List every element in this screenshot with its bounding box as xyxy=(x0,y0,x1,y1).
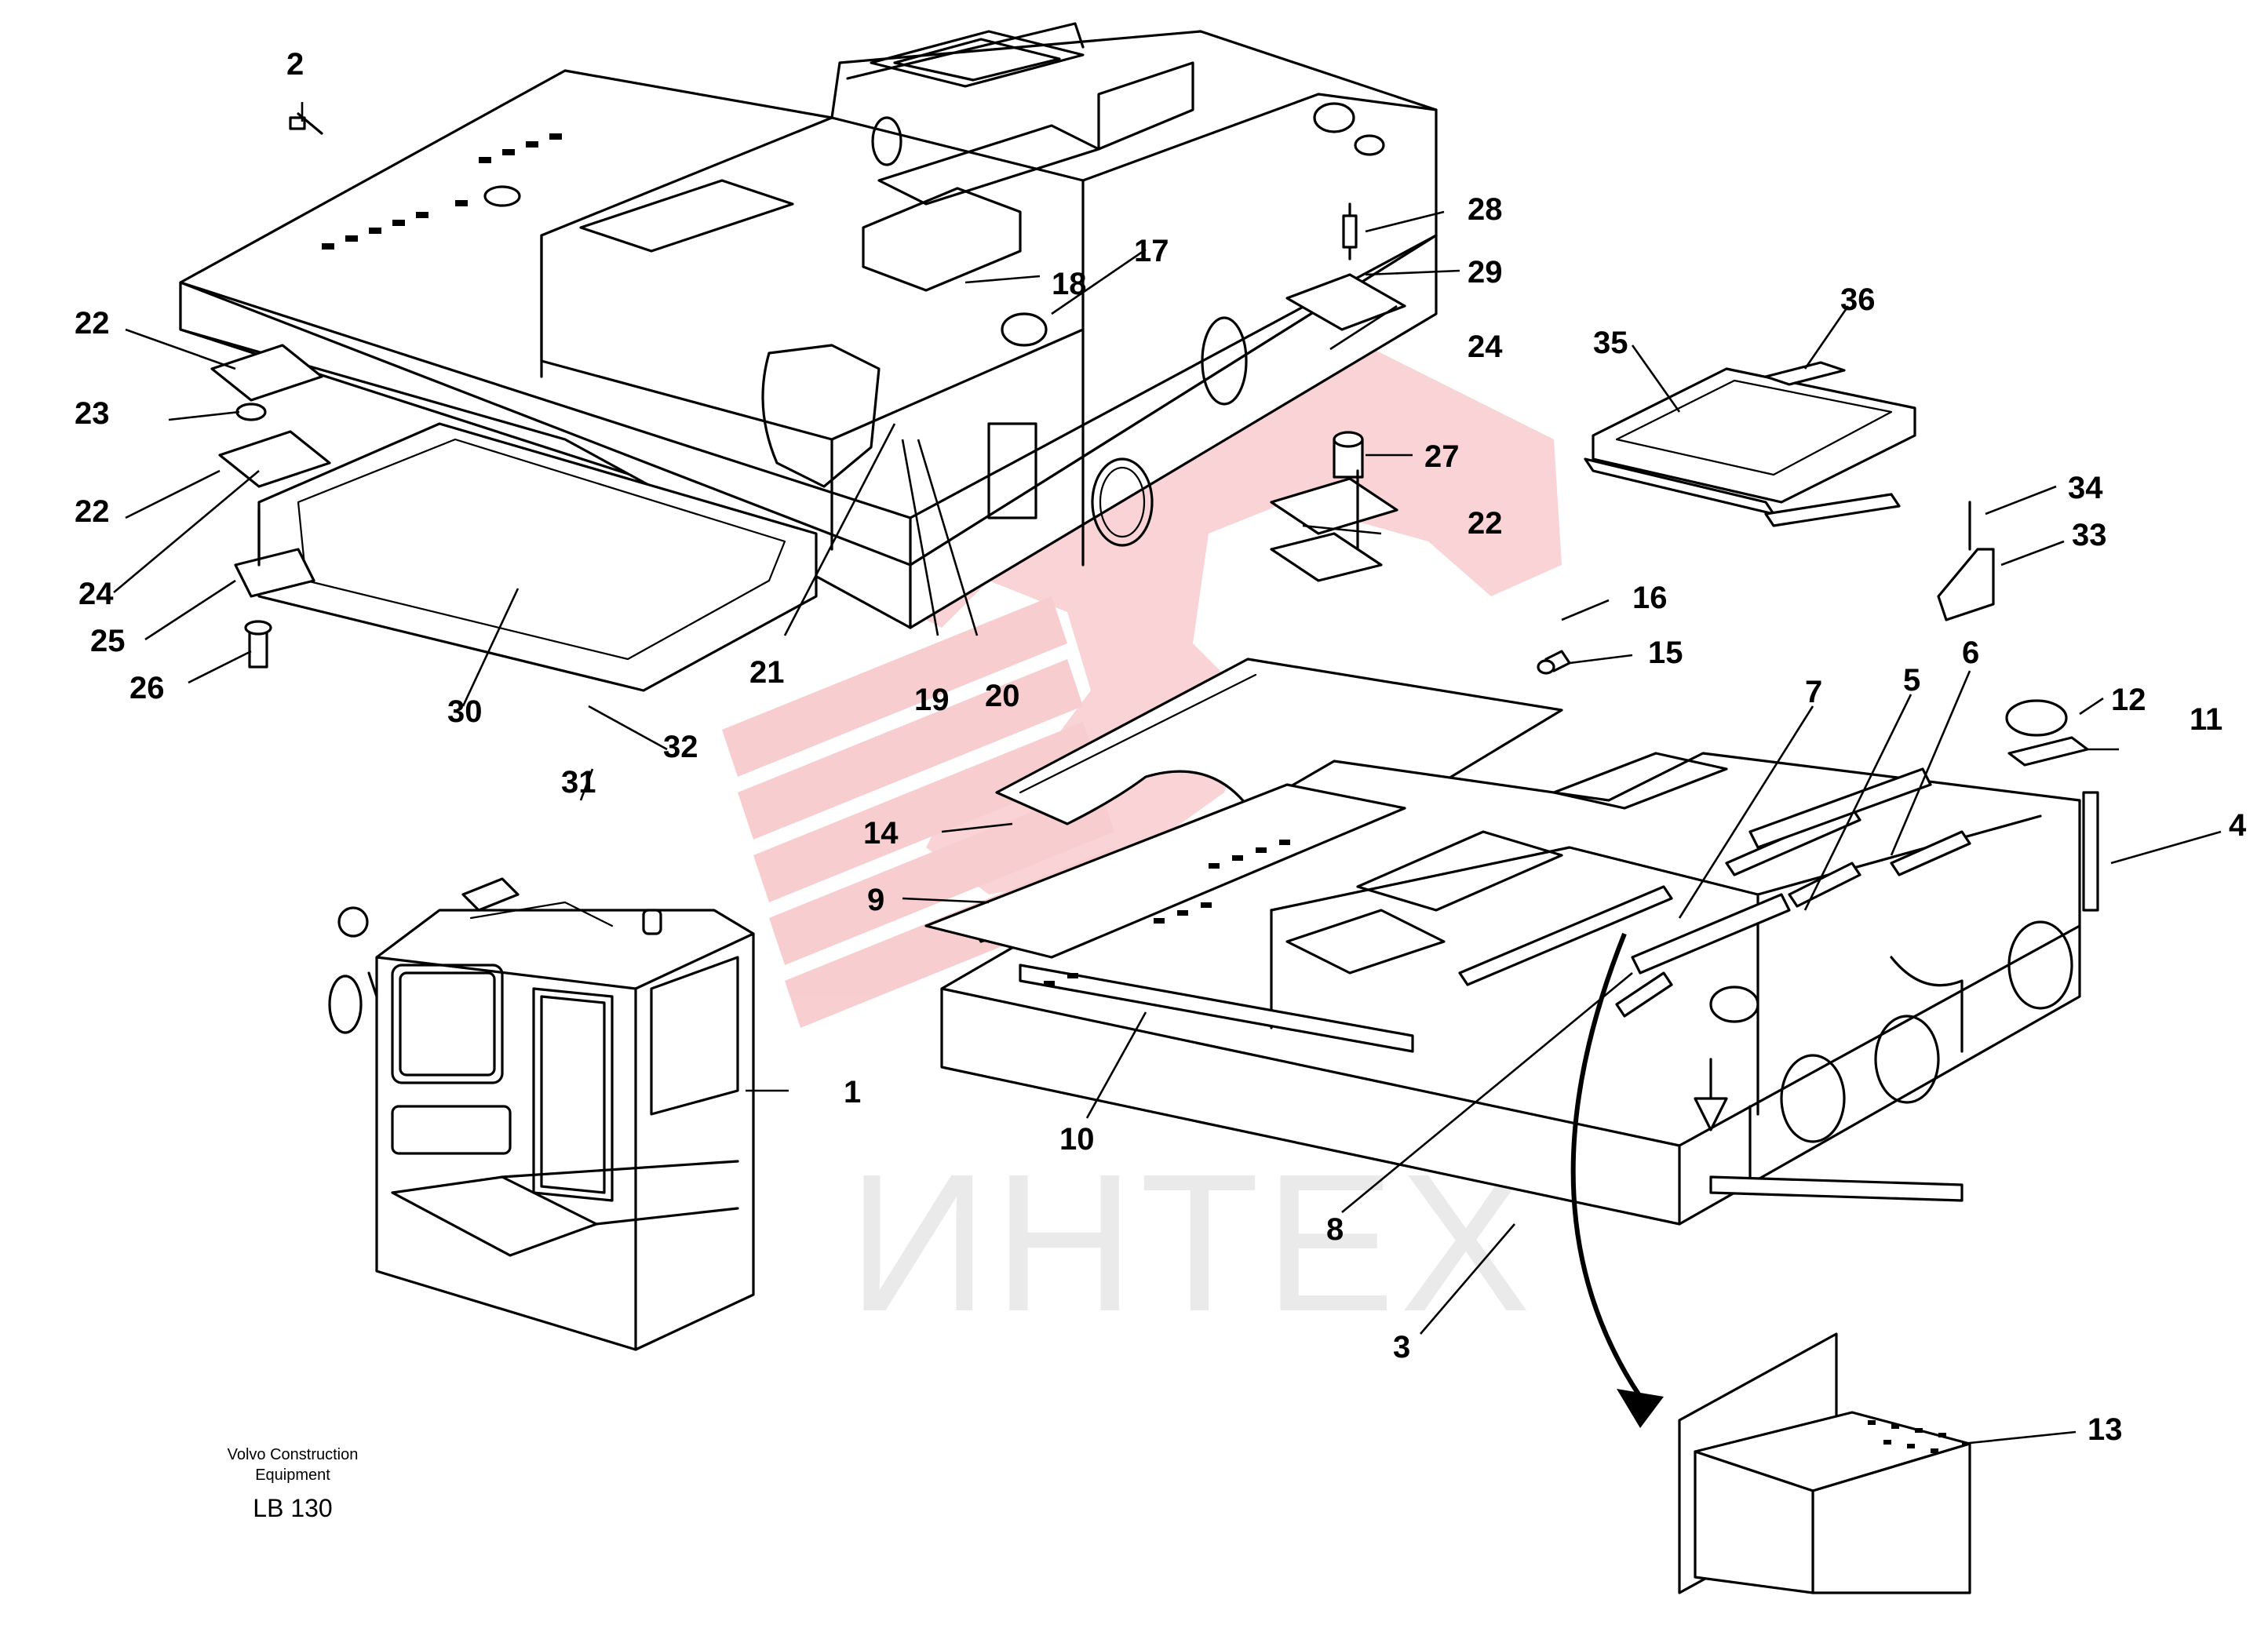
callout-30: 30 xyxy=(447,694,483,729)
callout-20: 20 xyxy=(985,679,1020,713)
callout-4: 4 xyxy=(2229,808,2247,843)
deck-slots xyxy=(322,133,562,250)
callout-22a: 22 xyxy=(75,306,110,341)
callout-7: 7 xyxy=(1805,675,1822,709)
callout-15: 15 xyxy=(1648,636,1683,670)
callout-22c: 22 xyxy=(1468,506,1503,541)
callout-8: 8 xyxy=(1326,1212,1344,1247)
callout-11: 11 xyxy=(2190,702,2222,737)
callout-24a: 24 xyxy=(78,577,114,611)
callout-16: 16 xyxy=(1632,581,1668,615)
callout-22b: 22 xyxy=(75,494,110,529)
callout-24b: 24 xyxy=(1468,330,1503,364)
leader-lines xyxy=(113,102,2222,1445)
footer-line2: Equipment xyxy=(255,1467,330,1484)
callout-2: 2 xyxy=(286,47,304,82)
callout-12: 12 xyxy=(2111,683,2146,717)
upper-frame-assembly xyxy=(179,22,1438,692)
detail-arrow xyxy=(1570,932,1643,1398)
footer-caption: Volvo Construction Equipment LB 130 xyxy=(228,1446,359,1522)
callout-26: 26 xyxy=(129,671,165,705)
callout-17: 17 xyxy=(1134,234,1169,268)
footer-line1: Volvo Construction xyxy=(228,1446,359,1463)
watermark-text: ИНТЕХ xyxy=(848,1133,1535,1352)
callout-25: 25 xyxy=(90,624,126,658)
small-parts-right xyxy=(1537,501,2099,912)
callout-21: 21 xyxy=(749,655,785,690)
callout-6: 6 xyxy=(1962,636,1979,670)
callout-35: 35 xyxy=(1593,326,1628,360)
callout-28: 28 xyxy=(1468,192,1503,227)
callout-34: 34 xyxy=(2068,471,2103,505)
detail-tray xyxy=(1570,932,1971,1594)
callout-36: 36 xyxy=(1840,282,1876,317)
callout-9: 9 xyxy=(867,883,884,917)
lower-deck-slots xyxy=(1044,840,1290,986)
callout-23: 23 xyxy=(75,396,110,431)
callout-27: 27 xyxy=(1424,439,1460,474)
tray-holes xyxy=(1868,1420,1946,1453)
callout-31: 31 xyxy=(561,765,596,800)
callout-13: 13 xyxy=(2088,1412,2123,1447)
callout-5: 5 xyxy=(1903,663,1920,698)
detail-arrowhead xyxy=(1617,1389,1664,1428)
callout-18: 18 xyxy=(1052,267,1087,301)
callout-29: 29 xyxy=(1468,255,1503,290)
callout-14: 14 xyxy=(863,816,899,851)
callout-1: 1 xyxy=(844,1075,861,1109)
right-mount-parts xyxy=(1270,202,1406,582)
callout-3: 3 xyxy=(1393,1330,1410,1364)
callout-10: 10 xyxy=(1059,1122,1095,1157)
callout-32: 32 xyxy=(663,730,698,764)
callout-19: 19 xyxy=(914,683,950,717)
operator-cab xyxy=(328,877,755,1351)
callout-numbers: 1 2 3 4 5 6 7 8 9 10 11 12 13 14 15 16 1… xyxy=(75,47,2247,1447)
callout-33: 33 xyxy=(2072,518,2107,552)
footer-code: LB 130 xyxy=(253,1494,332,1522)
cover-panels xyxy=(1584,361,1916,527)
left-mount-parts xyxy=(210,112,331,669)
